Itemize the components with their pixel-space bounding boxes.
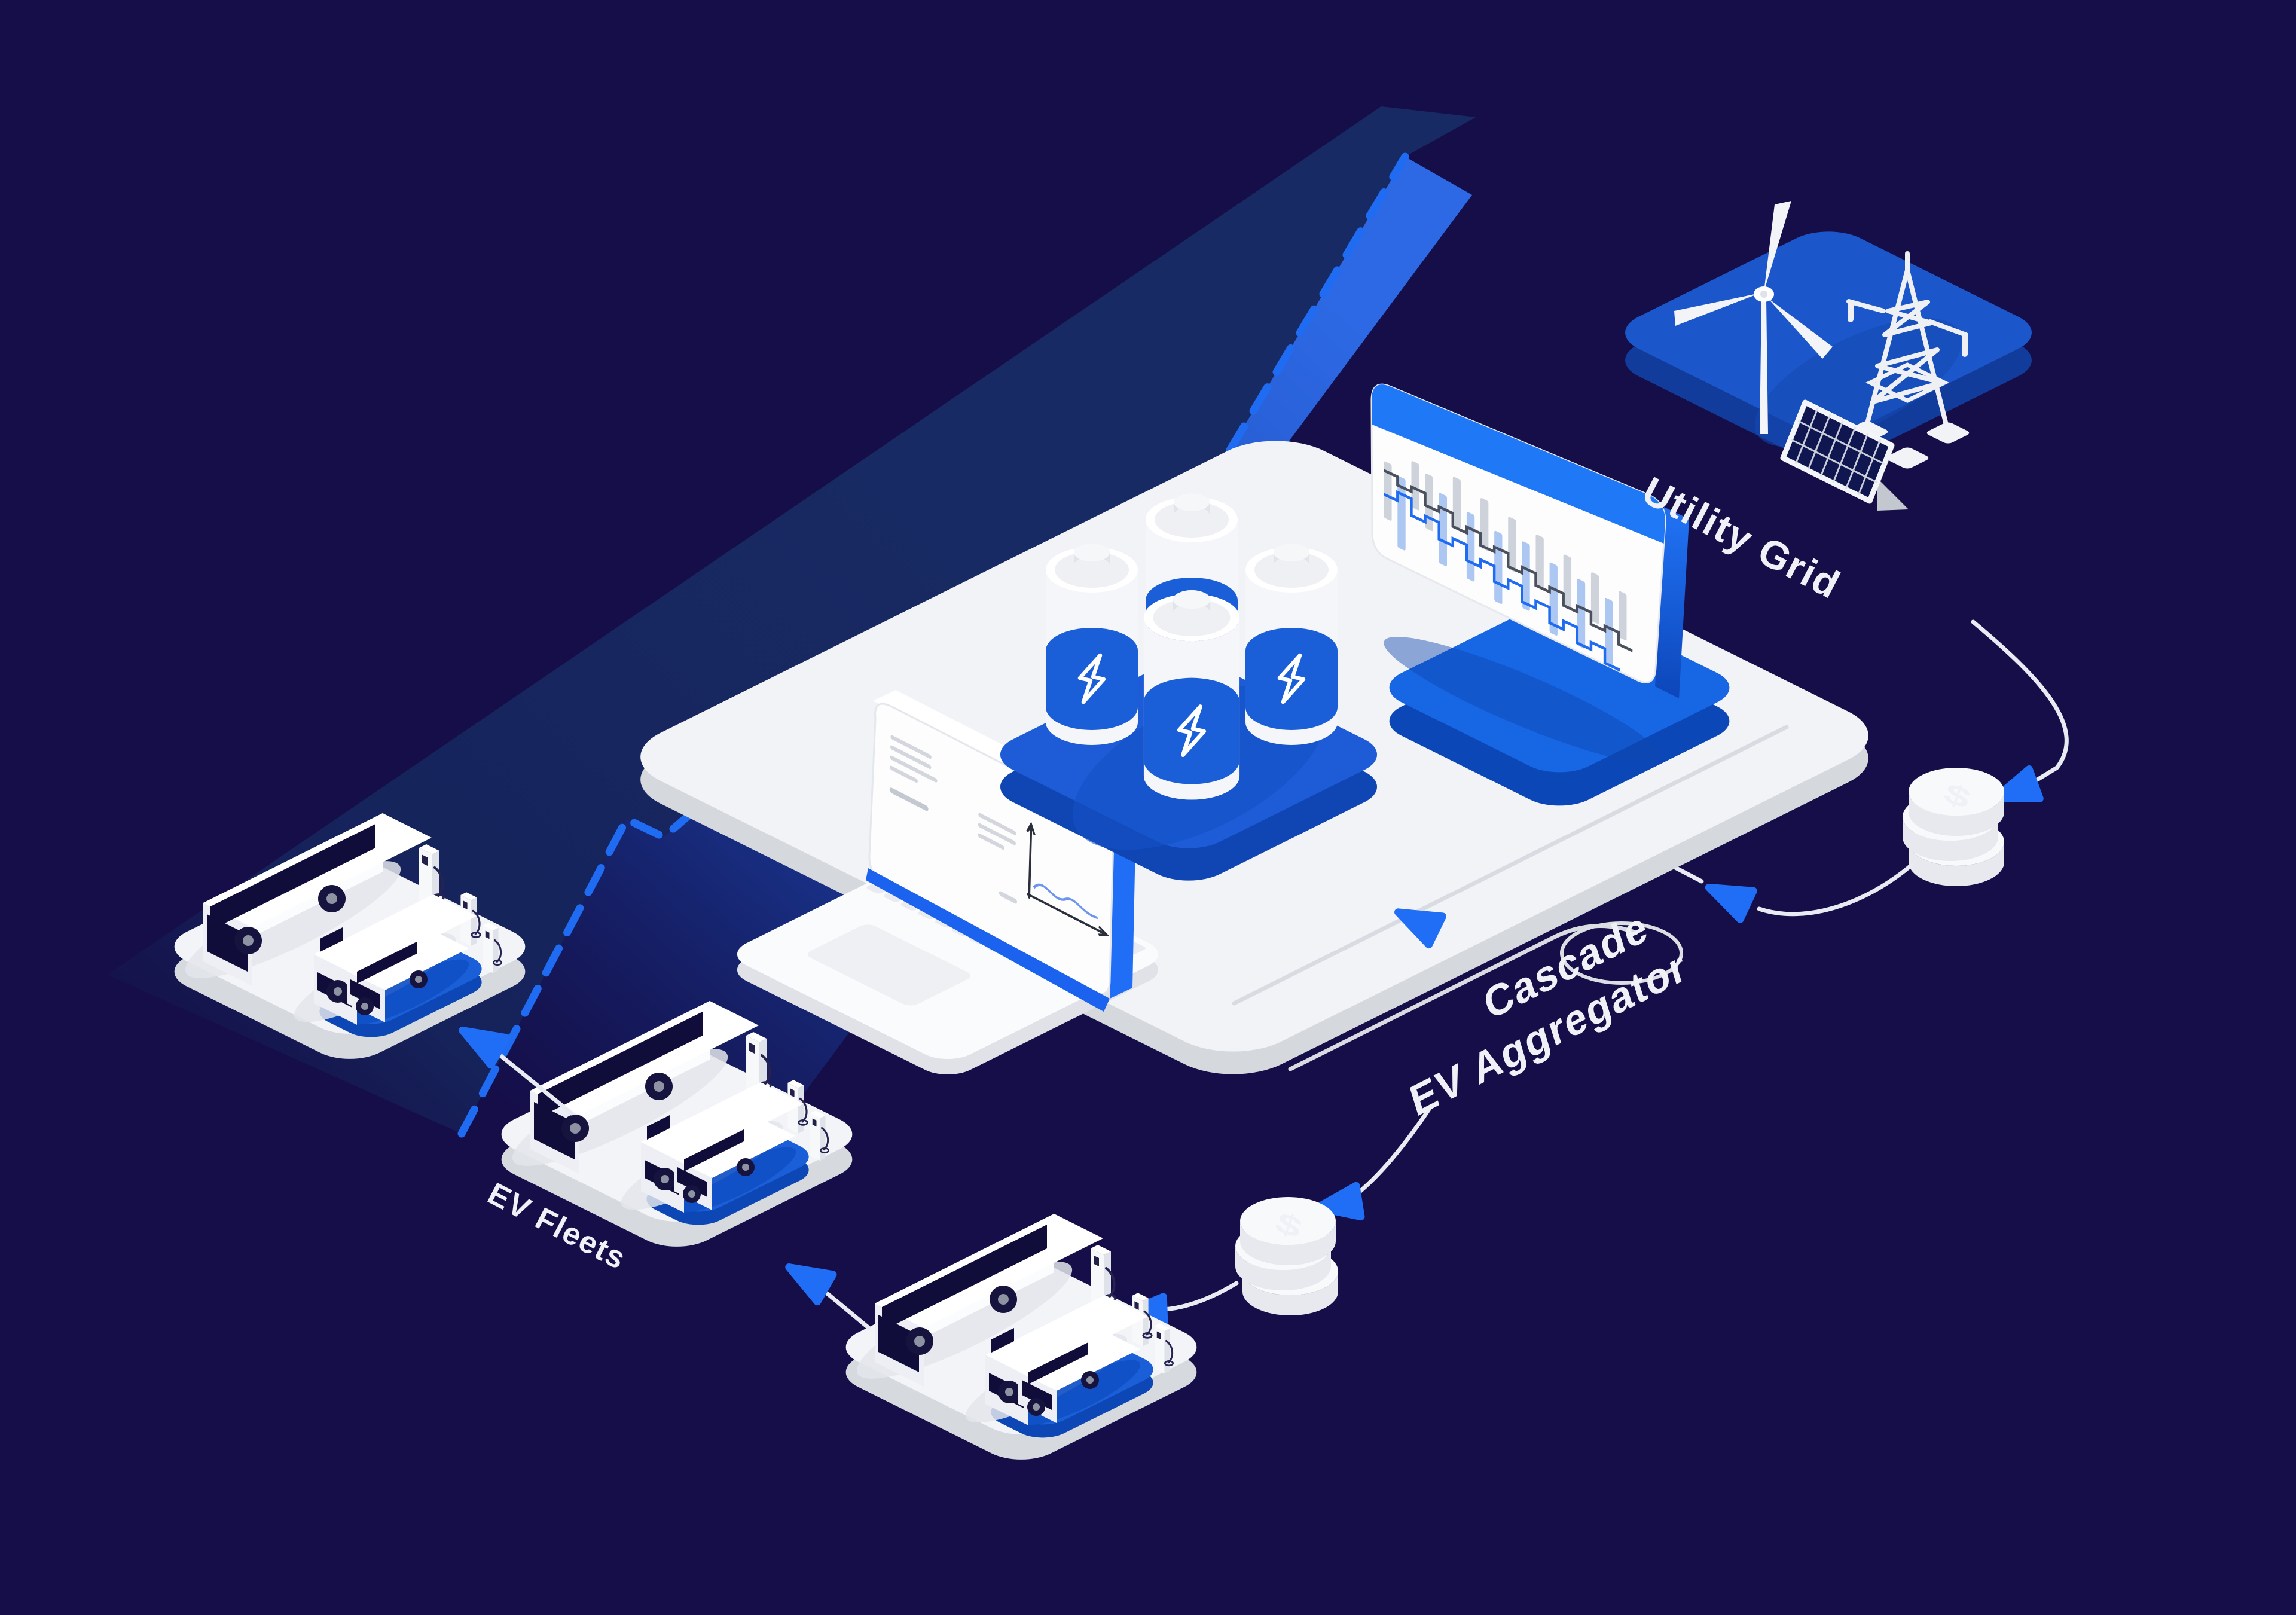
battery-icon [1144,590,1239,799]
chart-bar [1535,535,1544,588]
flow-coins-to-aggregator [1672,862,1915,920]
decorative-ring [1560,921,1683,985]
chart-bar [1590,572,1599,624]
chart-bar [1480,497,1489,551]
chart-bar [1439,493,1448,566]
chart-bar [1411,461,1419,511]
battery-storage [1000,493,1378,881]
laptop-touchpad [808,924,970,1006]
chart-bar [1522,541,1530,611]
aggregator-platform [640,383,1868,1075]
flow-aggregator-to-coins [1315,1105,1433,1223]
solar-panel-icon [1780,399,1909,511]
mini-line-chart [1026,822,1110,936]
chart-bar [1563,554,1572,610]
coin-stack-icon: $ [1235,1197,1338,1315]
flow-grid-to-coins [1971,619,2069,813]
battery-icon [1245,544,1338,745]
laptop-icon [737,690,1159,1075]
flow-coins-to-fleet [1122,1281,1239,1330]
wind-turbine-icon [1674,201,1833,434]
flow-fleet2-to-fleet1 [454,1017,574,1116]
wedge-top-face [108,106,1476,1134]
chart-bar [1384,461,1392,521]
chart-bar [1549,562,1558,636]
chart-bar [1619,591,1627,640]
dashboard-chart [1384,461,1633,683]
laptop-hinge [866,868,1110,1012]
flow-fleet3-to-fleet2 [781,1254,871,1330]
chart-bar [1452,477,1461,529]
transmission-tower-icon [1846,251,1968,429]
dashboard-display [1370,383,1730,806]
battery-icon [1046,544,1138,745]
coin-stack-icon: $ [1903,768,2004,886]
utility-grid-platform [1625,201,2032,511]
laptop-screen-content [889,735,1110,936]
chart-bar [1577,579,1586,649]
chart-bar [1605,597,1613,665]
chart-bar [1508,517,1516,572]
